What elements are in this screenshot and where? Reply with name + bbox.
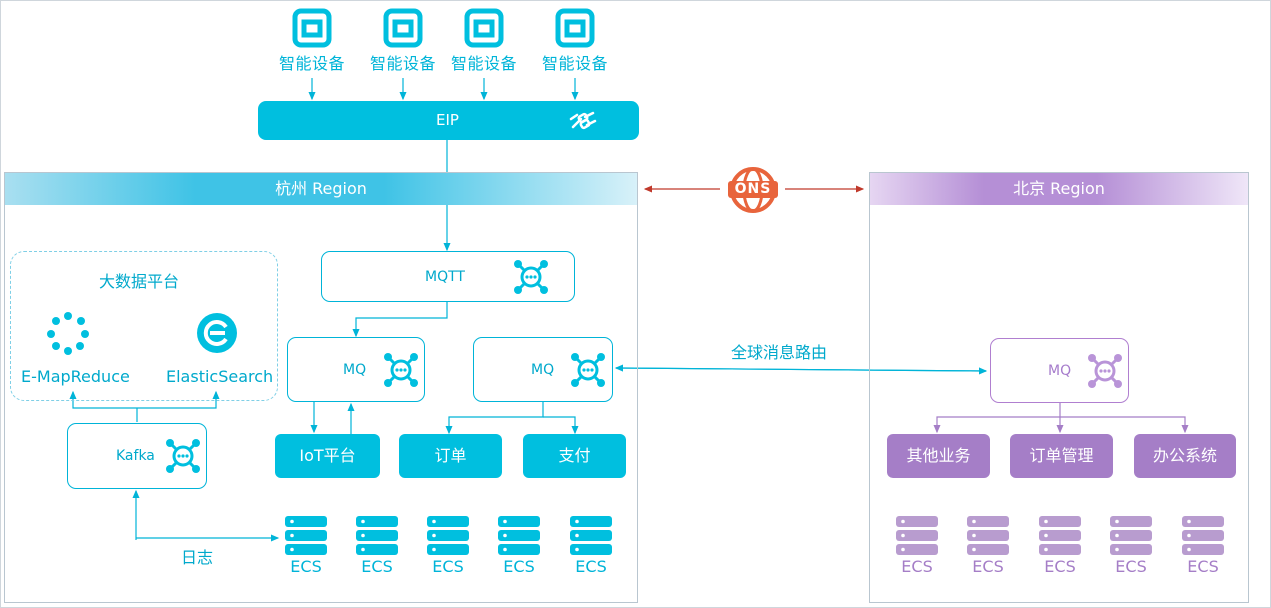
link-icon — [569, 111, 597, 130]
eip-bar[interactable]: EIP — [258, 101, 639, 140]
smart-device-label: 智能设备 — [369, 54, 436, 73]
message-queue-icon — [571, 352, 605, 387]
smart-device-icon — [383, 8, 423, 48]
globe-icon — [728, 167, 778, 213]
server-icon — [498, 516, 540, 555]
iot-platform-box[interactable]: IoT平台 — [275, 434, 380, 478]
smart-device-3: 智能设备 — [444, 8, 524, 74]
beijing-region-title: 北京 Region — [870, 173, 1248, 205]
elasticsearch-icon — [197, 313, 237, 353]
message-queue-icon — [514, 259, 548, 294]
ons-node[interactable]: ONS — [724, 166, 782, 214]
mq-right-label: MQ — [531, 361, 555, 378]
emapreduce-icon — [47, 312, 89, 355]
emapreduce-label: E-MapReduce — [21, 367, 130, 386]
ecs-server-bj-1: ECS — [892, 516, 942, 576]
mqtt-node[interactable]: MQTT — [321, 251, 575, 302]
ecs-server-hz-3: ECS — [423, 516, 473, 576]
ecs-server-hz-2: ECS — [352, 516, 402, 576]
ecs-label: ECS — [972, 557, 1004, 576]
eip-label: EIP — [436, 111, 459, 129]
server-icon — [896, 516, 938, 555]
ecs-server-bj-4: ECS — [1106, 516, 1156, 576]
order-box[interactable]: 订单 — [399, 434, 502, 478]
beijing-region: 北京 Region — [869, 172, 1249, 603]
order-management-box[interactable]: 订单管理 — [1010, 434, 1113, 478]
ecs-server-bj-2: ECS — [963, 516, 1013, 576]
hangzhou-region-title: 杭州 Region — [5, 173, 637, 205]
log-label: 日志 — [181, 548, 214, 567]
ecs-label: ECS — [361, 557, 393, 576]
elasticsearch-label: ElasticSearch — [166, 367, 274, 386]
smart-device-label: 智能设备 — [541, 54, 608, 73]
server-icon — [427, 516, 469, 555]
smart-device-icon — [292, 8, 332, 48]
server-icon — [570, 516, 612, 555]
kafka-label: Kafka — [116, 448, 155, 464]
kafka-node[interactable]: Kafka — [67, 423, 207, 489]
hangzhou-region: 杭州 Region — [4, 172, 638, 603]
mq-left-label: MQ — [343, 361, 367, 378]
ecs-label: ECS — [575, 557, 607, 576]
server-icon — [967, 516, 1009, 555]
server-icon — [285, 516, 327, 555]
ecs-label: ECS — [1187, 557, 1219, 576]
ecs-server-bj-5: ECS — [1178, 516, 1228, 576]
mq-beijing-node[interactable]: MQ — [990, 338, 1129, 403]
server-icon — [1182, 516, 1224, 555]
mq-left-node[interactable]: MQ — [287, 337, 425, 402]
ecs-label: ECS — [503, 557, 535, 576]
smart-device-label: 智能设备 — [450, 54, 517, 73]
smart-device-label: 智能设备 — [278, 54, 345, 73]
message-queue-icon — [1088, 353, 1122, 388]
ecs-label: ECS — [1044, 557, 1076, 576]
bigdata-platform-group: 大数据平台 E-MapReduce ElasticSearch — [10, 251, 278, 401]
ecs-label: ECS — [1115, 557, 1147, 576]
mq-beijing-label: MQ — [1048, 362, 1072, 379]
ecs-server-hz-1: ECS — [281, 516, 331, 576]
ecs-server-bj-3: ECS — [1035, 516, 1085, 576]
pay-box[interactable]: 支付 — [523, 434, 626, 478]
server-icon — [1039, 516, 1081, 555]
mq-right-node[interactable]: MQ — [473, 337, 613, 402]
bigdata-title: 大数据平台 — [99, 272, 180, 291]
server-icon — [356, 516, 398, 555]
message-queue-icon — [384, 352, 418, 387]
smart-device-4: 智能设备 — [535, 8, 615, 74]
smart-device-2: 智能设备 — [363, 8, 443, 74]
ecs-label: ECS — [901, 557, 933, 576]
global-route-label: 全球消息路由 — [731, 343, 828, 362]
ecs-server-hz-4: ECS — [494, 516, 544, 576]
ecs-server-hz-5: ECS — [566, 516, 616, 576]
smart-device-icon — [555, 8, 595, 48]
other-business-box[interactable]: 其他业务 — [887, 434, 990, 478]
server-icon — [1110, 516, 1152, 555]
ecs-label: ECS — [290, 557, 322, 576]
mqtt-label: MQTT — [425, 268, 465, 285]
message-queue-icon — [166, 439, 200, 473]
office-system-box[interactable]: 办公系统 — [1134, 434, 1236, 478]
ons-label: ONS — [734, 181, 772, 197]
smart-device-icon — [464, 8, 504, 48]
smart-device-1: 智能设备 — [272, 8, 352, 74]
ecs-label: ECS — [432, 557, 464, 576]
